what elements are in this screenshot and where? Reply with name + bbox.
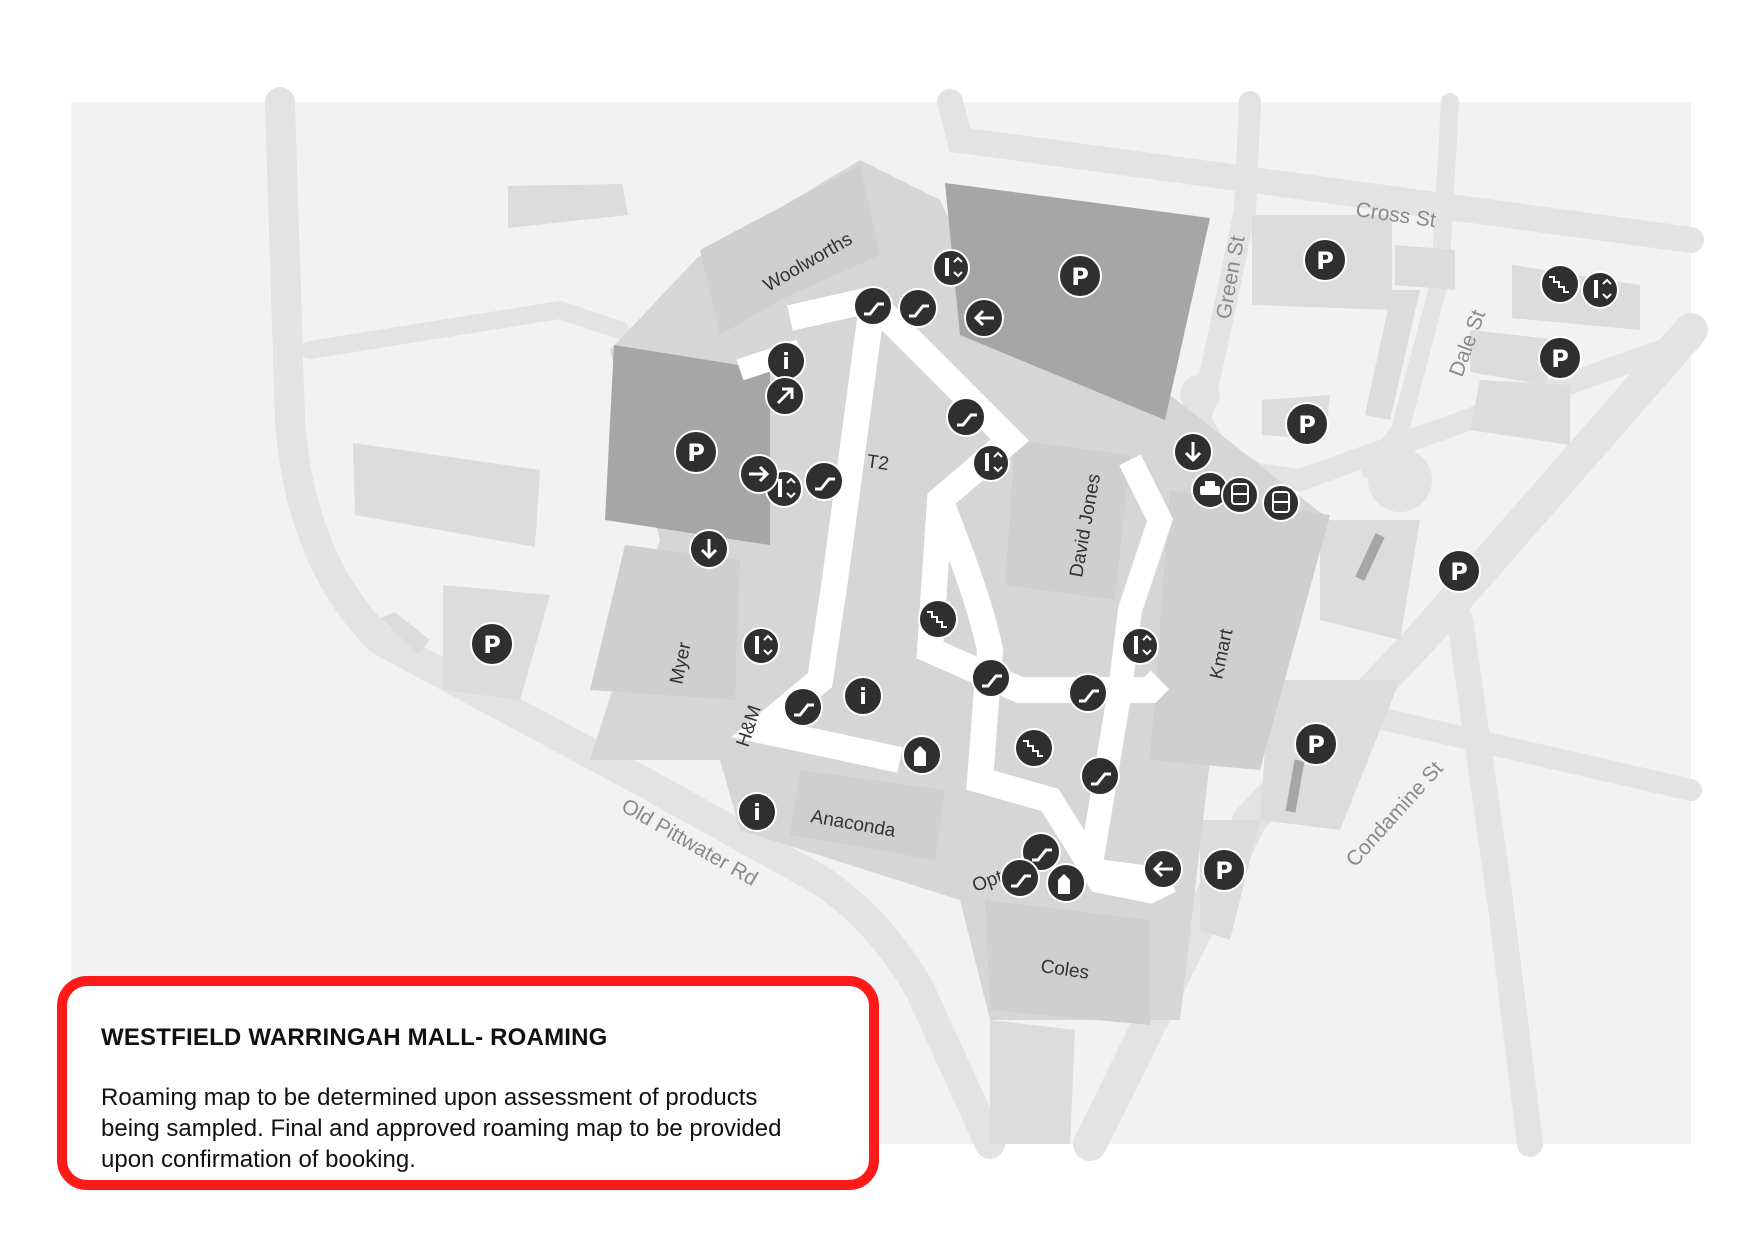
svg-text:i: i — [782, 350, 790, 375]
escalator-icon[interactable] — [1021, 832, 1061, 872]
toilets-icon[interactable] — [742, 627, 780, 665]
stairs-icon[interactable] — [918, 599, 958, 639]
parking-icon[interactable]: P — [1538, 336, 1582, 380]
stairs-icon[interactable] — [1540, 264, 1580, 304]
exit-arrow-icon[interactable] — [765, 376, 805, 416]
escalator-icon[interactable] — [1080, 756, 1120, 796]
bus-icon[interactable] — [1221, 476, 1259, 514]
svg-text:P: P — [483, 631, 501, 659]
roundabout — [1368, 448, 1432, 512]
svg-text:P: P — [1071, 263, 1089, 291]
parking-icon[interactable]: P — [674, 430, 718, 474]
information-icon[interactable]: i — [843, 676, 883, 716]
amenity-icons — [689, 249, 1619, 903]
toilets-icon[interactable] — [972, 444, 1010, 482]
exit-arrow-icon[interactable] — [689, 529, 729, 569]
exit-arrow-icon[interactable] — [1143, 849, 1183, 889]
bus-icon[interactable] — [1262, 484, 1300, 522]
parking-icon[interactable]: P — [1303, 238, 1347, 282]
bus-shelter — [1285, 759, 1305, 813]
escalator-icon[interactable] — [783, 687, 823, 727]
escalator-icon[interactable] — [1000, 858, 1040, 898]
svg-text:P: P — [1298, 411, 1316, 439]
exit-arrow-icon[interactable] — [1173, 432, 1213, 472]
notice-body: Roaming map to be determined upon assess… — [101, 1084, 782, 1173]
parking-icons: P P P P P P P P P — [470, 238, 1582, 892]
parking-structure-north — [945, 183, 1210, 420]
parking-icon[interactable]: P — [1058, 254, 1102, 298]
exit-arrow-icon[interactable] — [739, 454, 779, 494]
toilets-icon[interactable] — [932, 249, 970, 287]
svg-text:P: P — [1450, 558, 1468, 586]
parking-icon[interactable]: P — [470, 622, 514, 666]
store-t2: T2 — [865, 451, 890, 475]
bus-shelter — [1355, 533, 1385, 581]
toilets-icon[interactable] — [1121, 627, 1159, 665]
exit-arrow-icon[interactable] — [964, 298, 1004, 338]
parking-icon[interactable]: P — [1294, 722, 1338, 766]
escalator-icon[interactable] — [804, 461, 844, 501]
lift-icon[interactable] — [1046, 863, 1086, 903]
escalator-icon[interactable] — [971, 658, 1011, 698]
svg-text:P: P — [1307, 731, 1325, 759]
escalator-icon[interactable] — [898, 288, 938, 328]
parking-icon[interactable]: P — [1437, 549, 1481, 593]
svg-text:i: i — [753, 801, 761, 826]
information-icon[interactable]: i — [737, 792, 777, 832]
svg-text:P: P — [1215, 857, 1233, 885]
toilets-icon[interactable] — [1581, 271, 1619, 309]
svg-text:P: P — [1316, 247, 1334, 275]
parking-icon[interactable]: P — [1202, 848, 1246, 892]
svg-text:P: P — [1551, 345, 1569, 373]
parking-icon[interactable]: P — [1285, 402, 1329, 446]
lift-icon[interactable] — [902, 735, 942, 775]
information-icons: i i i — [737, 341, 883, 832]
svg-text:i: i — [859, 685, 867, 710]
roundabout — [1180, 375, 1220, 415]
information-icon[interactable]: i — [766, 341, 806, 381]
roaming-notice-box: WESTFIELD WARRINGAH MALL- ROAMING Roamin… — [57, 976, 879, 1190]
notice-title: WESTFIELD WARRINGAH MALL- ROAMING — [101, 1024, 608, 1051]
stairs-icon[interactable] — [1014, 728, 1054, 768]
svg-text:P: P — [687, 439, 705, 467]
escalator-icon[interactable] — [1068, 673, 1108, 713]
escalator-icon[interactable] — [946, 397, 986, 437]
escalator-icon[interactable] — [853, 286, 893, 326]
